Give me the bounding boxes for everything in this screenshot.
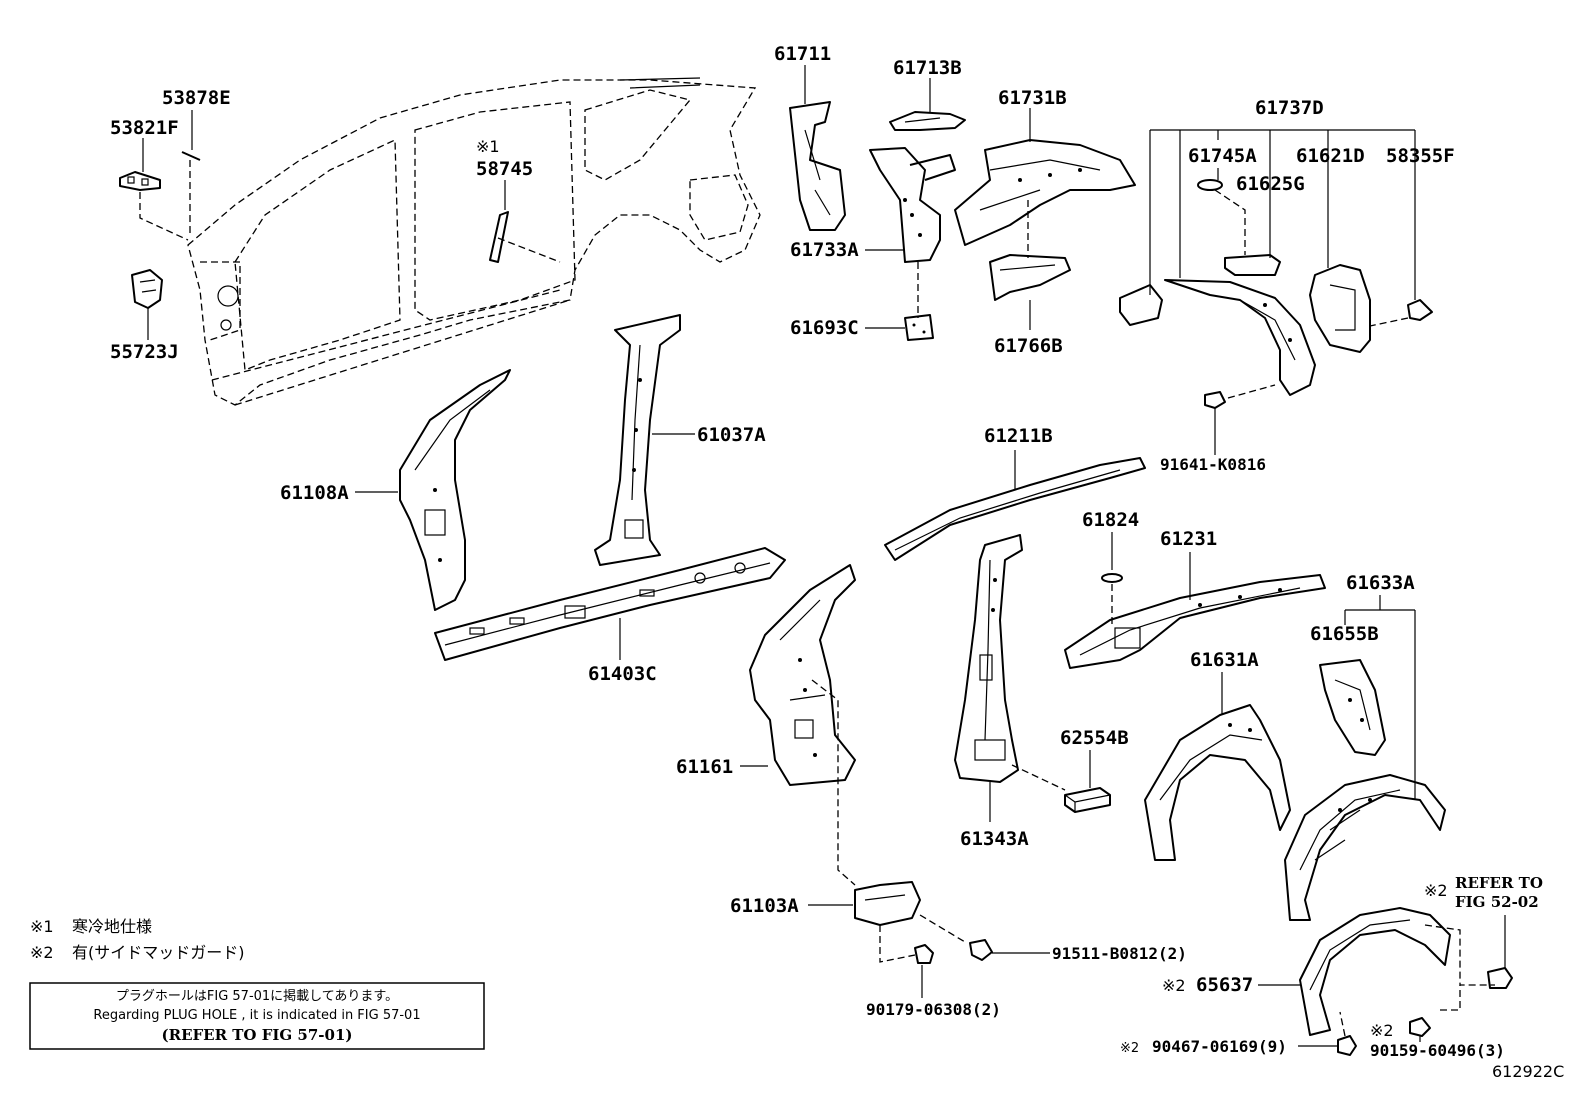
group-61633A-leader xyxy=(1344,595,1416,800)
note2-text: 有(サイドマッドガード) xyxy=(72,943,245,962)
label-61037A: 61037A xyxy=(697,424,766,446)
label-61403C: 61403C xyxy=(588,663,657,685)
part-55723J-icon xyxy=(131,269,163,340)
label-refer-line1: REFER TO xyxy=(1455,874,1543,892)
part-61625G-icon xyxy=(1224,254,1281,276)
part-58355F-icon xyxy=(1369,299,1433,327)
part-61231-icon xyxy=(1064,552,1326,669)
part-61737D-icon xyxy=(1164,279,1316,396)
part-61108A-icon xyxy=(355,369,511,611)
part-61631A-icon xyxy=(1144,672,1291,861)
part-90179-nut-icon xyxy=(914,944,934,998)
part-61655B-icon xyxy=(1319,659,1386,756)
label-61731B: 61731B xyxy=(998,87,1067,109)
label-61231: 61231 xyxy=(1160,528,1217,550)
part-62554B-icon xyxy=(1011,750,1111,813)
part-61343A-icon xyxy=(954,534,1023,822)
label-61211B: 61211B xyxy=(984,425,1053,447)
group-61737D-leader xyxy=(1149,129,1416,300)
label-90159-60496: 90159-60496(3) xyxy=(1370,1041,1505,1060)
label-61621D: 61621D xyxy=(1296,145,1365,167)
part-61103A-icon xyxy=(808,881,966,963)
part-61211B-icon xyxy=(884,450,1146,561)
label-58745-mark: ※1 xyxy=(476,137,500,156)
part-65637-icon xyxy=(1258,907,1495,1036)
part-61711-icon xyxy=(789,65,846,231)
label-61737D: 61737D xyxy=(1255,97,1324,119)
label-62554B: 62554B xyxy=(1060,727,1129,749)
label-53821F: 53821F xyxy=(110,117,179,139)
part-61824-icon xyxy=(1101,532,1123,625)
part-refer-clip-icon xyxy=(1487,915,1513,989)
part-61693C-icon xyxy=(865,314,934,341)
part-labels: 53878E 53821F 55723J ※1 58745 61711 6171… xyxy=(110,43,1564,1081)
label-91641-K0816: 91641-K0816 xyxy=(1160,455,1266,474)
part-61731B-icon xyxy=(954,108,1136,258)
info-box-line1: プラグホールはFIG 57-01に掲載してあります。 xyxy=(116,988,398,1004)
part-61745A-icon xyxy=(1197,168,1246,255)
label-61343A: 61343A xyxy=(960,828,1029,850)
part-53821F-icon xyxy=(119,138,189,241)
label-61625G: 61625G xyxy=(1236,173,1305,195)
label-61108A: 61108A xyxy=(280,482,349,504)
part-91641-bolt-icon xyxy=(1204,384,1276,455)
part-53878E-icon xyxy=(181,110,201,235)
part-61766B-icon xyxy=(989,254,1071,330)
label-refer-mark: ※2 xyxy=(1424,881,1448,900)
label-90179-06308: 90179-06308(2) xyxy=(866,1000,1001,1019)
part-91511-bolt-icon xyxy=(969,939,1050,961)
label-53878E: 53878E xyxy=(162,87,231,109)
label-90467-mark: ※2 xyxy=(1120,1041,1139,1056)
label-65637: 65637 xyxy=(1196,974,1253,996)
part-61161-icon xyxy=(740,564,856,886)
label-61103A: 61103A xyxy=(730,895,799,917)
label-55723J: 55723J xyxy=(110,341,179,363)
label-61824: 61824 xyxy=(1082,509,1139,531)
legend-notes: ※1 寒冷地仕様 ※2 有(サイドマッドガード) xyxy=(30,917,245,962)
label-61745A: 61745A xyxy=(1188,145,1257,167)
label-61713B: 61713B xyxy=(893,57,962,79)
label-61766B: 61766B xyxy=(994,335,1063,357)
part-61737D-bracket-icon xyxy=(1119,284,1163,326)
body-side-outer-panel xyxy=(187,77,761,406)
label-61655B: 61655B xyxy=(1310,623,1379,645)
info-box-line3: (REFER TO FIG 57-01) xyxy=(162,1026,353,1044)
label-58745: 58745 xyxy=(476,158,533,180)
info-box-line2: Regarding PLUG HOLE , it is indicated in… xyxy=(93,1008,420,1023)
note1-text: 寒冷地仕様 xyxy=(72,917,152,936)
part-61403C-icon xyxy=(434,547,786,661)
part-58745-icon xyxy=(489,180,561,263)
part-61633A-icon xyxy=(1284,774,1446,921)
note2-mark: ※2 xyxy=(30,943,54,962)
label-61631A: 61631A xyxy=(1190,649,1259,671)
label-61733A: 61733A xyxy=(790,239,859,261)
part-61621D-icon xyxy=(1309,264,1371,353)
label-61633A: 61633A xyxy=(1346,572,1415,594)
label-90159-mark: ※2 xyxy=(1370,1021,1394,1040)
label-91511-B0812: 91511-B0812(2) xyxy=(1052,944,1187,963)
note1-mark: ※1 xyxy=(30,917,54,936)
part-61713B-icon xyxy=(889,78,966,131)
part-90467-clip-icon xyxy=(1298,1011,1357,1056)
part-61733A-icon xyxy=(865,147,956,318)
label-figure-code: 612922C xyxy=(1492,1062,1564,1081)
label-61161: 61161 xyxy=(676,756,733,778)
part-61037A-icon xyxy=(594,314,695,566)
label-refer-line2: FIG 52-02 xyxy=(1455,893,1539,911)
label-90467-06169: 90467-06169(9) xyxy=(1152,1037,1287,1056)
part-90159-screw-icon xyxy=(1409,1017,1431,1042)
label-61693C: 61693C xyxy=(790,317,859,339)
label-58355F: 58355F xyxy=(1386,145,1455,167)
plug-hole-info-box: プラグホールはFIG 57-01に掲載してあります。 Regarding PLU… xyxy=(29,982,485,1050)
label-65637-mark: ※2 xyxy=(1162,976,1186,995)
label-61711: 61711 xyxy=(774,43,831,65)
